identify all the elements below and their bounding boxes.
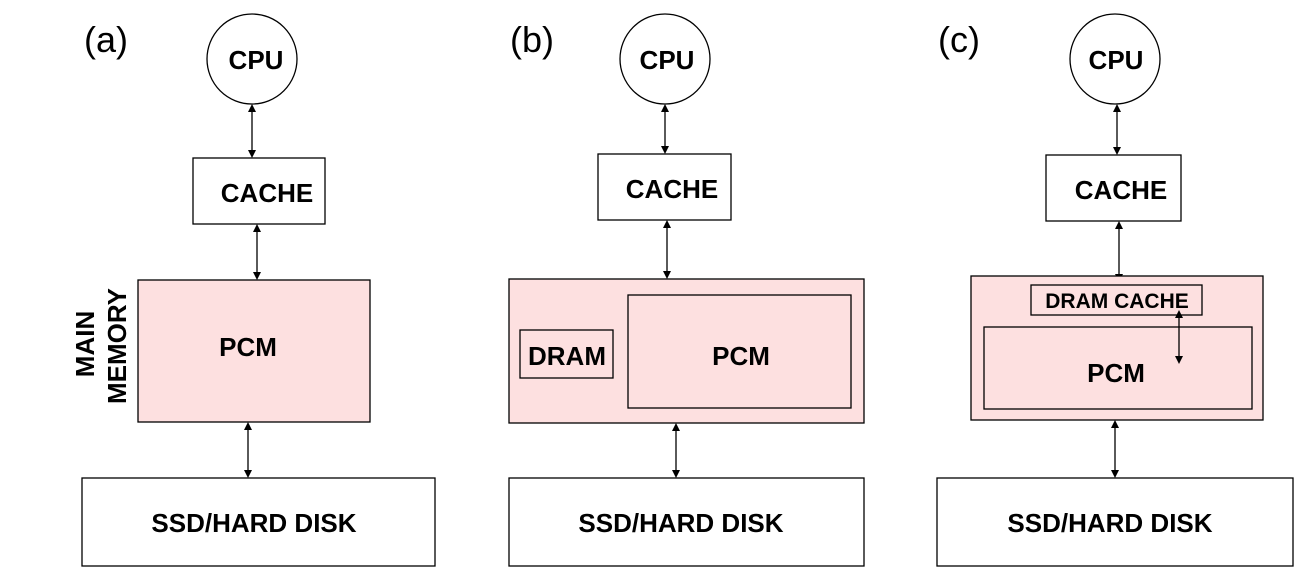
cache-label-a: CACHE: [221, 178, 313, 208]
panel-label-a: (a): [84, 19, 128, 60]
disk-label-b: SSD/HARD DISK: [578, 508, 783, 538]
cache-box-a: [192, 157, 326, 225]
disk-box-a: [81, 477, 436, 567]
dram-label-b: DRAM: [528, 341, 606, 371]
main-memory-box-c: [970, 275, 1264, 421]
main-memory-label-line2: MEMORY: [102, 288, 132, 404]
panel-label-c: (c): [938, 19, 980, 60]
dram-box-b: [519, 329, 614, 379]
pcm-label-a: PCM: [219, 332, 277, 362]
cache-label-c: CACHE: [1075, 175, 1167, 205]
disk-box-c: [936, 477, 1294, 567]
main-memory-label-line1: MAIN: [70, 311, 100, 377]
disk-box-b: [508, 477, 865, 567]
pcm-label-c: PCM: [1087, 358, 1145, 388]
dram-cache-box-c: [1030, 284, 1203, 316]
cache-box-b: [597, 153, 732, 221]
pcm-label-b: PCM: [712, 341, 770, 371]
cpu-label-a: CPU: [229, 45, 284, 75]
main-memory-box-b: [508, 278, 865, 424]
panel-label-b: (b): [510, 19, 554, 60]
panel-a: (a) CPU CACHE PCM MAIN MEMORY SSD/HARD D…: [70, 13, 436, 567]
cache-label-b: CACHE: [626, 174, 718, 204]
panel-b: (b) CPU CACHE DRAM PCM SSD/HARD DISK: [508, 13, 865, 567]
main-memory-label: MAIN MEMORY: [70, 288, 132, 404]
pcm-box-c: [983, 326, 1253, 410]
pcm-box-b: [627, 294, 852, 409]
disk-label-c: SSD/HARD DISK: [1007, 508, 1212, 538]
cpu-label-c: CPU: [1089, 45, 1144, 75]
pcm-box-a: [137, 279, 371, 423]
disk-label-a: SSD/HARD DISK: [151, 508, 356, 538]
cache-box-c: [1045, 154, 1182, 222]
dram-cache-label-c: DRAM CACHE: [1045, 290, 1189, 313]
panel-c: (c) CPU CACHE DRAM CACHE PCM SSD/HARD DI…: [936, 13, 1294, 567]
cpu-label-b: CPU: [640, 45, 695, 75]
